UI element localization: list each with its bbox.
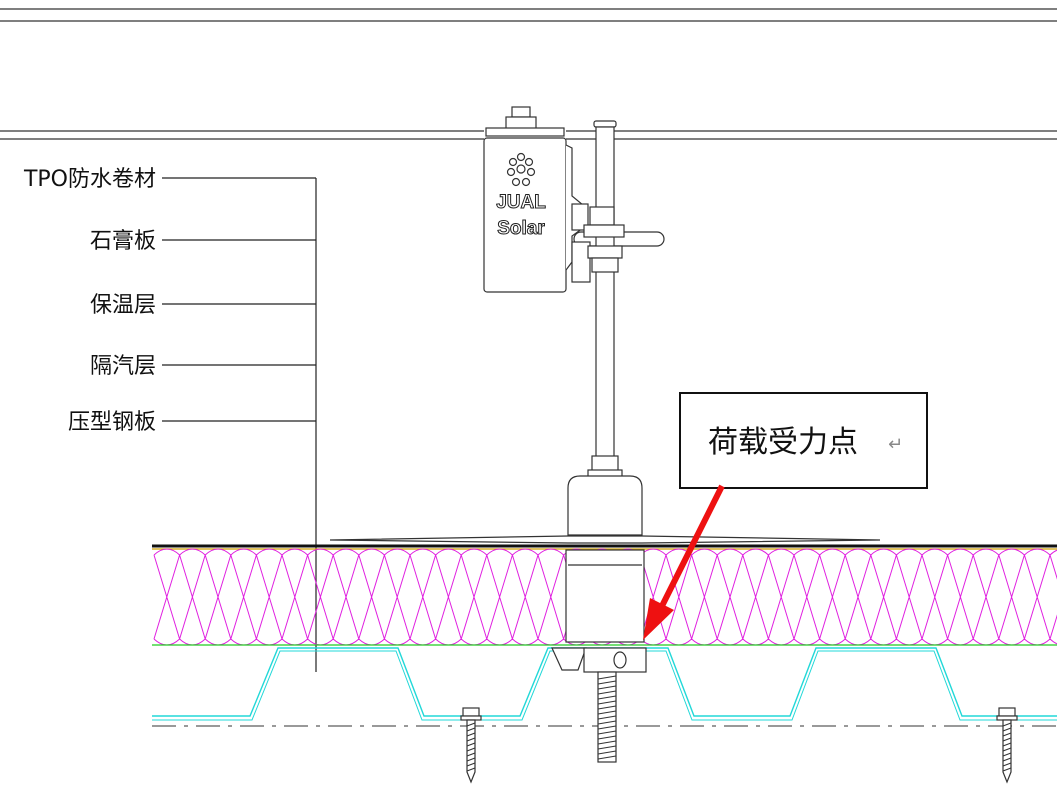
anchor-fitting <box>551 647 647 673</box>
bolt-thread <box>597 720 617 725</box>
anchor-bolt <box>597 671 617 763</box>
brand-line1: JUAL <box>496 192 546 213</box>
bolt-thread <box>597 685 617 690</box>
load-point-arrow <box>643 484 725 640</box>
standoff-lower-body <box>565 549 645 643</box>
deck-screws <box>460 707 1018 784</box>
brand-logo: JUAL Solar <box>496 152 547 240</box>
bolt-thread <box>597 710 617 715</box>
callout-label: 荷载受力点 <box>708 425 858 460</box>
bolt-thread <box>597 675 617 680</box>
bolt-thread <box>597 700 617 705</box>
bolt-thread <box>597 695 617 700</box>
callout-box <box>679 392 928 489</box>
label-insulation-layer: 保温层 <box>90 293 156 318</box>
bolt-thread <box>597 725 617 730</box>
support-rod <box>583 120 625 479</box>
label-gypsum-board: 石膏板 <box>90 229 156 254</box>
bolt-thread <box>597 750 617 755</box>
self-tapping-screw <box>996 707 1018 784</box>
bolt-thread <box>597 745 617 750</box>
bolt-thread <box>597 690 617 695</box>
bolt-thread <box>597 680 617 685</box>
leader-lines <box>162 177 317 672</box>
return-mark: ↵ <box>888 434 903 455</box>
bolt-thread <box>597 730 617 735</box>
rail-lines <box>0 130 1057 140</box>
label-vapor-barrier: 隔汽层 <box>90 354 156 379</box>
standoff-base <box>329 475 881 544</box>
bolt-thread <box>597 715 617 720</box>
label-steel-deck: 压型钢板 <box>68 410 156 435</box>
bolt-thread <box>597 705 617 710</box>
brand-line2: Solar <box>497 218 545 239</box>
self-tapping-screw <box>460 707 482 784</box>
bolt-thread <box>597 755 617 760</box>
rail-clamp-bracket <box>483 106 665 293</box>
flower-icon <box>506 152 536 187</box>
bolt-thread <box>597 735 617 740</box>
label-tpo-membrane: TPO防水卷材 <box>23 167 156 192</box>
bolt-thread <box>597 740 617 745</box>
